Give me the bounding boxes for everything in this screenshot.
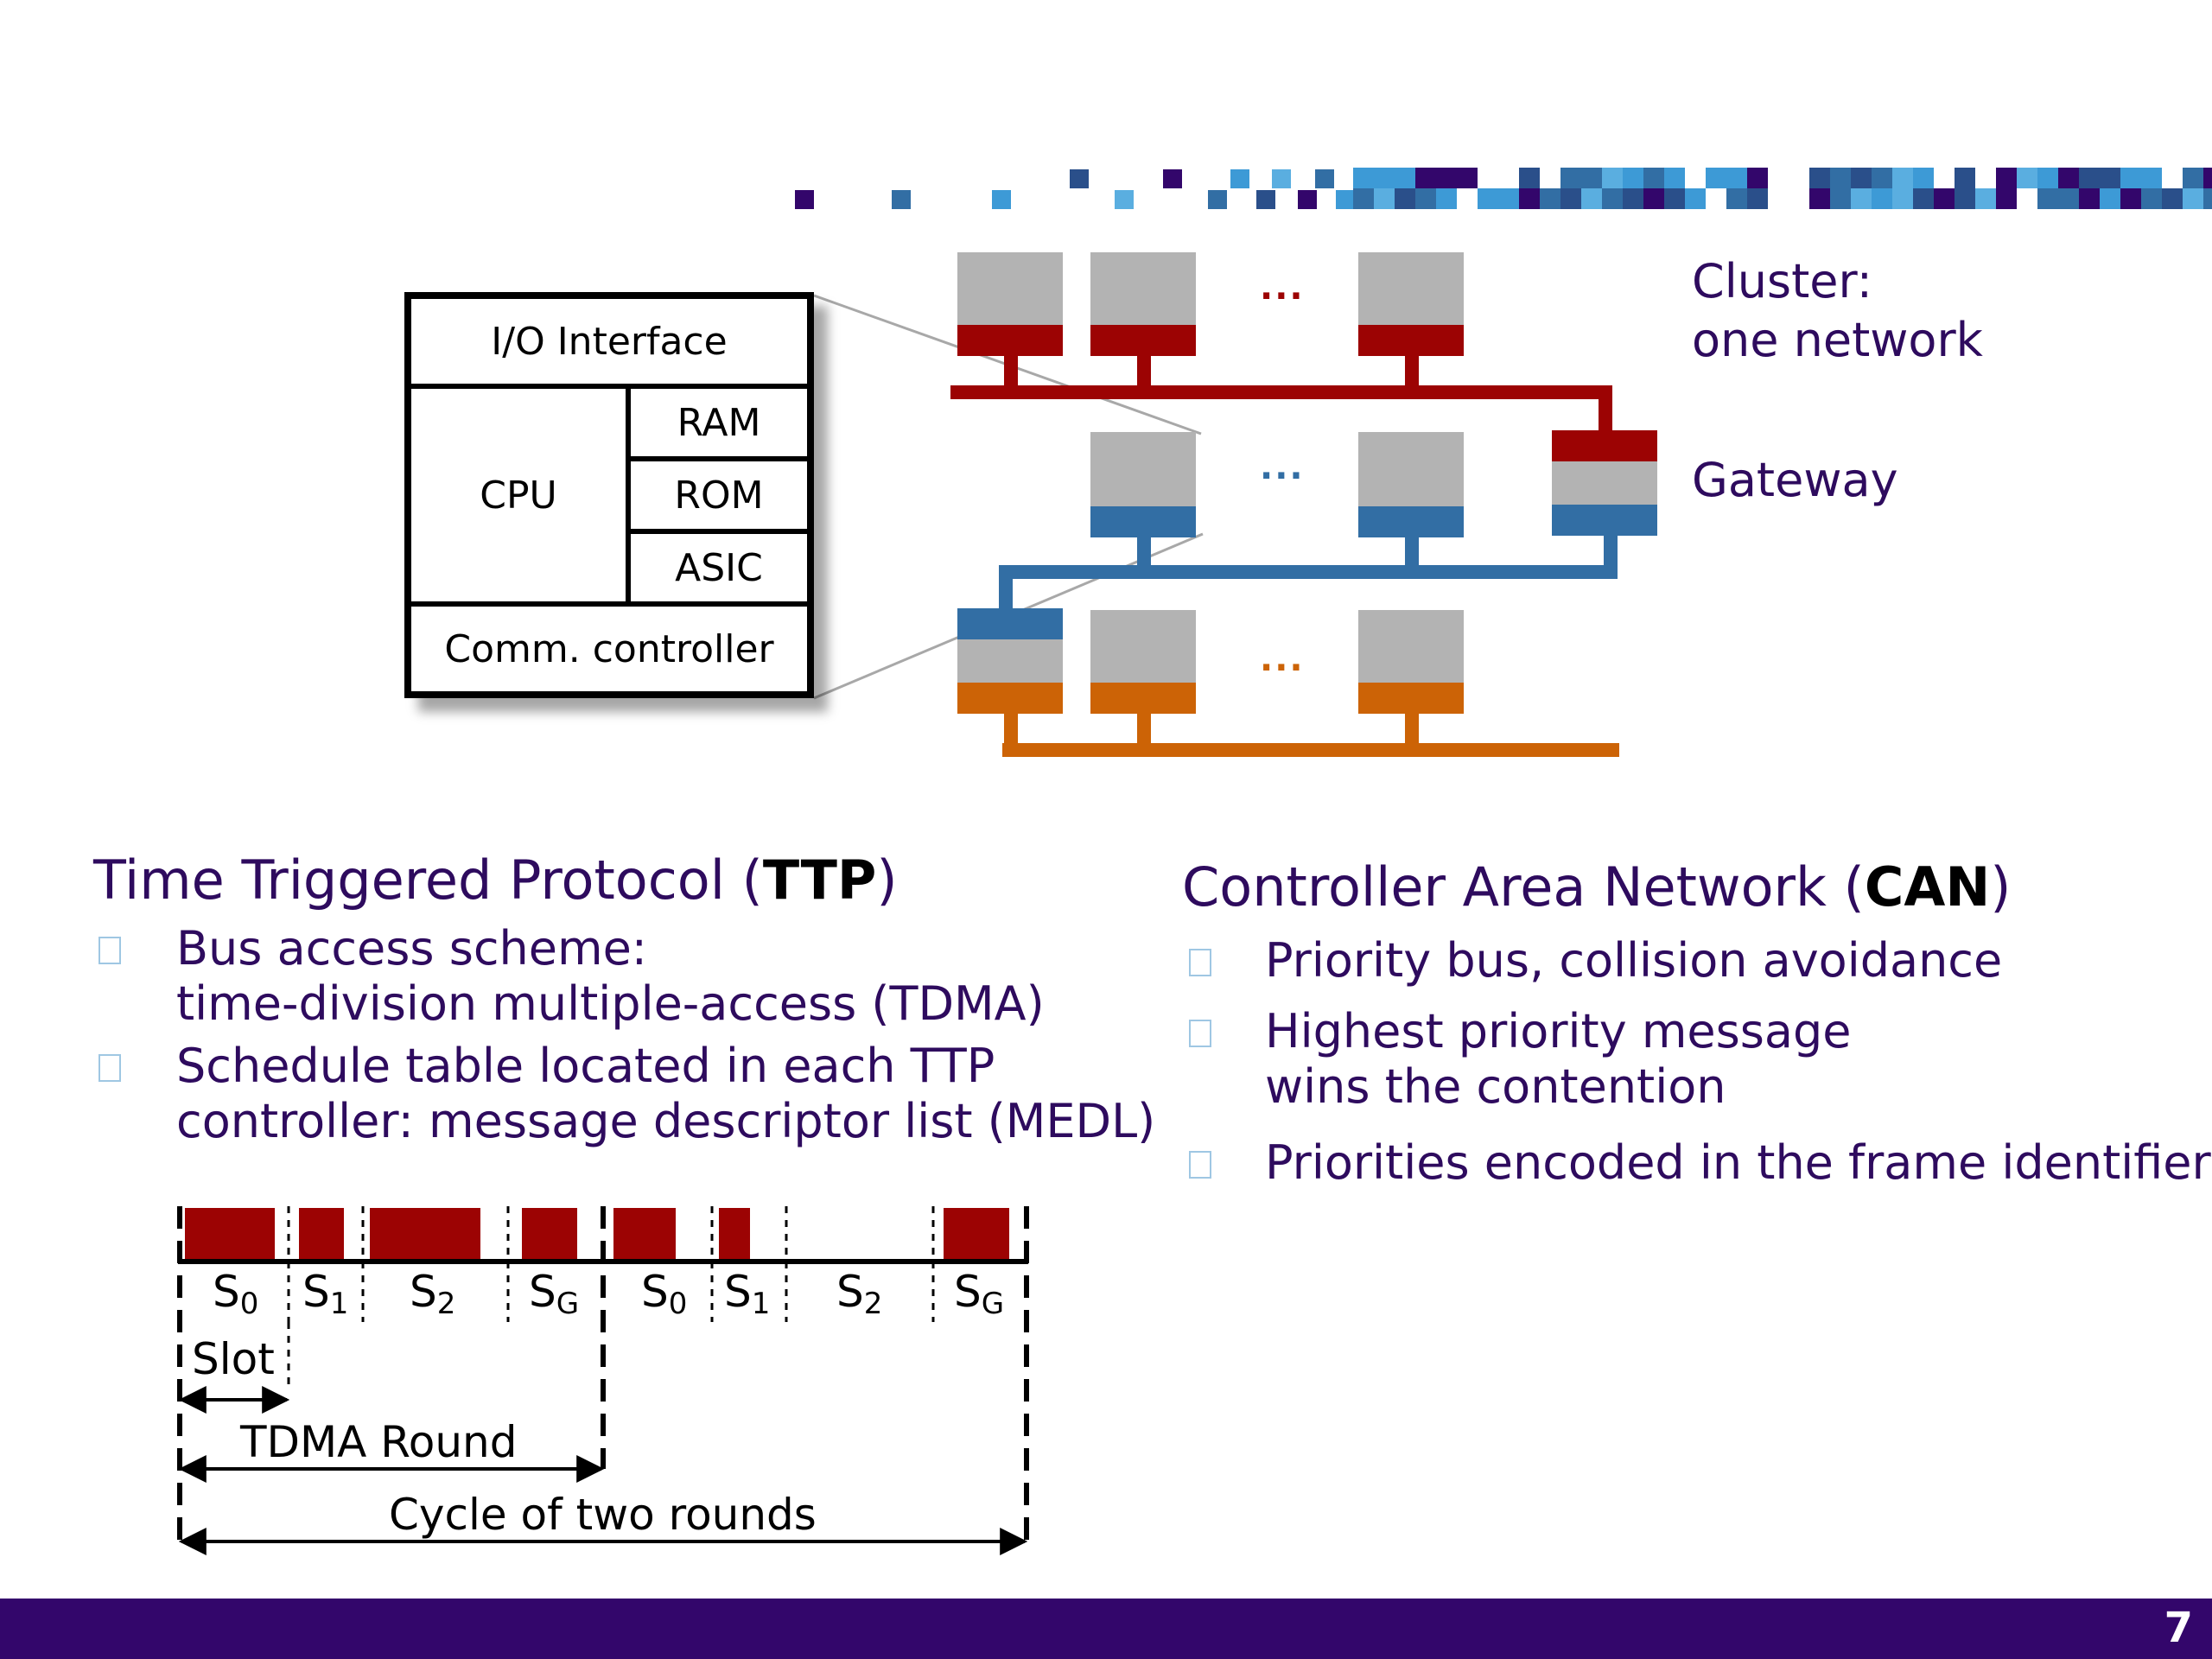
node-ecu — [1090, 610, 1196, 683]
rom-cell: ROM — [631, 461, 807, 534]
node-controller — [1090, 506, 1196, 537]
tdma-frame — [613, 1208, 676, 1262]
bullet-square-icon — [1189, 1020, 1211, 1047]
node-ecu — [1358, 610, 1464, 683]
bullet-line: Highest priority message — [1265, 1004, 1852, 1058]
cluster-label-line1: Cluster: — [1692, 254, 1872, 308]
node-controller — [1358, 325, 1464, 356]
bullet-square-icon — [99, 937, 121, 964]
tdma-frame — [370, 1208, 480, 1262]
cpu-cell: CPU — [411, 389, 631, 607]
ttp-title-suffix: ) — [876, 849, 898, 912]
node-ecu — [1358, 252, 1464, 325]
blue-cluster-ellipsis: ... — [1260, 448, 1305, 487]
cluster-label: Cluster: one network — [1692, 252, 1983, 370]
node-controller — [1090, 683, 1196, 714]
can-title-suffix: ) — [1990, 855, 2012, 918]
io-interface-cell: I/O Interface — [411, 299, 807, 389]
can-bullet-2: Highest priority message wins the conten… — [1265, 1004, 1852, 1115]
tdma-frame — [522, 1208, 577, 1262]
bullet-line: Priority bus, collision avoidance — [1265, 933, 2003, 988]
bullet-line: time-division multiple-access (TDMA) — [176, 976, 1045, 1031]
bullet-square-icon — [1189, 1151, 1211, 1179]
blue-cluster — [999, 432, 1618, 613]
can-title-prefix: Controller Area Network ( — [1182, 855, 1865, 918]
slot-label: SG — [954, 1267, 1005, 1321]
footer-bar: 7 — [0, 1599, 2212, 1659]
slot-label: S0 — [213, 1267, 259, 1321]
tdma-frame — [299, 1208, 344, 1262]
ttp-title: Time Triggered Protocol (TTP) — [93, 849, 898, 912]
ttp-bullet-1: Bus access scheme: time-division multipl… — [176, 921, 1045, 1032]
slot-label: S2 — [836, 1267, 883, 1321]
slot-label: S2 — [410, 1267, 456, 1321]
ecu-node-block: I/O Interface CPU RAM ROM ASIC Comm. con… — [404, 292, 814, 698]
asic-cell: ASIC — [631, 534, 807, 607]
tdma-frame — [944, 1208, 1009, 1262]
slot-label: S1 — [302, 1267, 349, 1321]
bullet-line: Schedule table located in each TTP — [176, 1039, 995, 1093]
gateway-label: Gateway — [1692, 453, 1898, 507]
node-controller — [957, 325, 1063, 356]
gateway-node — [1552, 430, 1657, 572]
red-bus — [950, 385, 1612, 399]
node-controller — [1090, 325, 1196, 356]
tdma-round-caption: TDMA Round — [240, 1417, 518, 1467]
bullet-square-icon — [99, 1054, 121, 1082]
cluster-label-line2: one network — [1692, 313, 1983, 367]
node-ecu — [1358, 432, 1464, 506]
comm-controller-cell: Comm. controller — [444, 626, 774, 671]
can-title-acronym: CAN — [1864, 855, 1991, 918]
gateway-node-lower — [957, 608, 1063, 639]
orange-bus — [1002, 743, 1619, 757]
node-controller — [1358, 683, 1464, 714]
bullet-square-icon — [1189, 949, 1211, 976]
pixel-banner — [795, 168, 2212, 209]
blue-bus — [999, 565, 1618, 579]
red-cluster — [950, 252, 1612, 432]
tdma-diagram — [177, 1206, 1029, 1555]
ttp-bullet-2: Schedule table located in each TTP contr… — [176, 1039, 1155, 1149]
bullet-line: controller: message descriptor list (MED… — [176, 1094, 1156, 1148]
cycle-caption: Cycle of two rounds — [389, 1490, 817, 1540]
node-ecu — [957, 252, 1063, 325]
ram-cell: RAM — [631, 389, 807, 461]
page-number: 7 — [2164, 1604, 2193, 1652]
slot-label: S0 — [641, 1267, 688, 1321]
bullet-line: wins the contention — [1265, 1059, 1726, 1114]
red-cluster-ellipsis: ... — [1260, 268, 1305, 308]
tdma-frame — [719, 1208, 750, 1262]
bullet-line: Bus access scheme: — [176, 921, 647, 976]
tdma-frame — [185, 1208, 275, 1262]
node-controller — [1358, 506, 1464, 537]
ttp-title-prefix: Time Triggered Protocol ( — [93, 849, 763, 912]
network-clusters — [950, 252, 1657, 757]
slot-label: S1 — [724, 1267, 771, 1321]
bullet-line: Priorities encoded in the frame identifi… — [1265, 1135, 2211, 1190]
node-ecu — [1090, 432, 1196, 506]
slot-label: SG — [529, 1267, 580, 1321]
orange-cluster — [957, 608, 1619, 757]
node-ecu — [1090, 252, 1196, 325]
slot-caption: Slot — [192, 1334, 275, 1384]
can-bullet-1: Priority bus, collision avoidance — [1265, 933, 2002, 988]
can-bullet-3: Priorities encoded in the frame identifi… — [1265, 1135, 2211, 1191]
ttp-title-acronym: TTP — [762, 849, 877, 912]
can-title: Controller Area Network (CAN) — [1182, 855, 2011, 918]
orange-cluster-ellipsis: ... — [1260, 639, 1305, 679]
